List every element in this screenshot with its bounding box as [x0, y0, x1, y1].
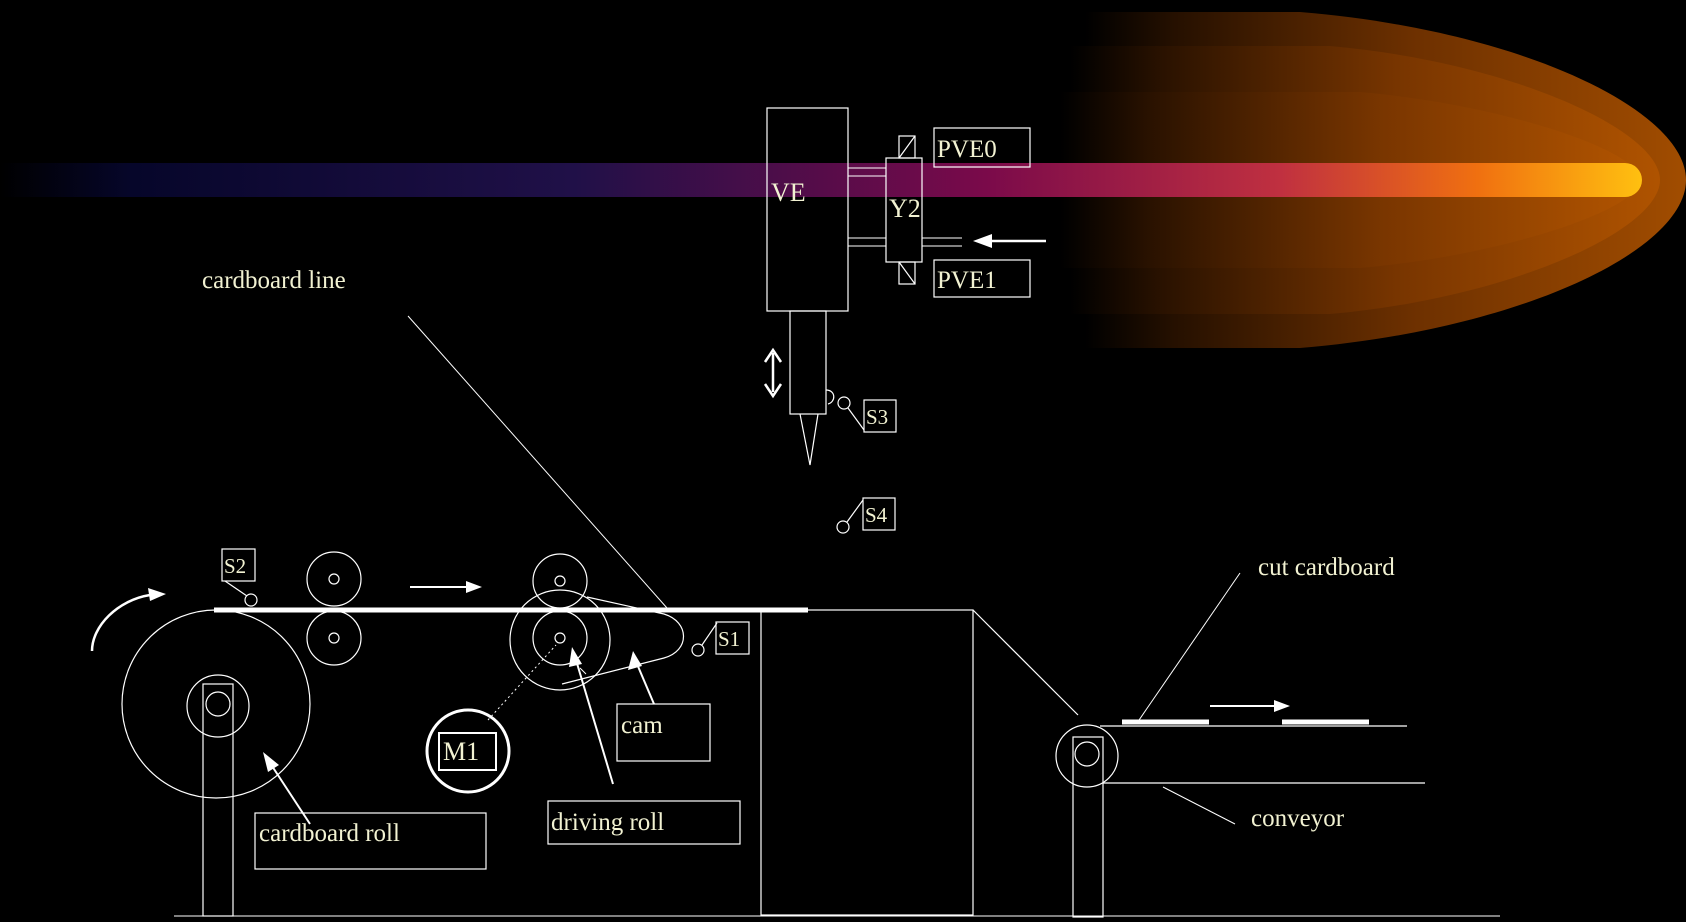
valve-y2: Y2 — [885, 135, 923, 285]
conveyor — [1055, 724, 1425, 918]
cut-cardboard-pointer — [1136, 572, 1241, 724]
pve1-label: PVE1 — [937, 267, 997, 294]
s1-label: S1 — [718, 627, 740, 651]
title-pointer — [407, 315, 668, 609]
ve-label: VE — [771, 178, 806, 207]
title-cardboard-line: cardboard line — [202, 267, 346, 294]
cardboard-roll-label-box: cardboard roll — [254, 752, 487, 870]
cardboard-roll — [121, 609, 311, 917]
cam-mechanism — [561, 596, 685, 685]
m1-label: M1 — [443, 737, 479, 766]
feed-direction-arrow-icon — [410, 581, 482, 593]
s4-label: S4 — [865, 503, 888, 527]
s2-label: S2 — [224, 554, 246, 578]
sensor-s3: S3 — [837, 396, 897, 433]
cardboard-roll-label: cardboard roll — [259, 820, 400, 847]
motor-m1: M1 — [425, 644, 557, 794]
s3-label: S3 — [866, 405, 888, 429]
conveyor-label: conveyor — [1251, 805, 1345, 832]
conveyor-direction-arrow-icon — [1210, 700, 1290, 712]
supply-arrow-icon — [973, 234, 1046, 248]
cutting-station-frame — [760, 609, 1079, 916]
beam-band — [0, 163, 1642, 197]
driving-roll — [509, 553, 611, 691]
rotation-arrow-icon — [90, 588, 166, 652]
driving-roll-label: driving roll — [551, 809, 664, 836]
pinch-rollers — [306, 551, 362, 666]
conveyor-pointer — [1162, 786, 1236, 825]
cylinder-ve: VE — [766, 107, 962, 466]
driving-roll-label-box: driving roll — [547, 647, 741, 845]
cut-cardboard-label: cut cardboard — [1258, 554, 1395, 581]
cam-label-box: cam — [616, 651, 711, 762]
sensor-s4: S4 — [836, 497, 896, 534]
up-down-arrow-icon — [763, 347, 783, 399]
y2-label: Y2 — [889, 194, 921, 223]
pve0-box: PVE0 — [933, 127, 1031, 168]
sensor-s1: S1 — [691, 621, 750, 657]
sensor-s2: S2 — [221, 548, 258, 607]
cam-label: cam — [621, 712, 663, 739]
pve1-box: PVE1 — [933, 259, 1031, 298]
pve0-label: PVE0 — [937, 136, 997, 163]
